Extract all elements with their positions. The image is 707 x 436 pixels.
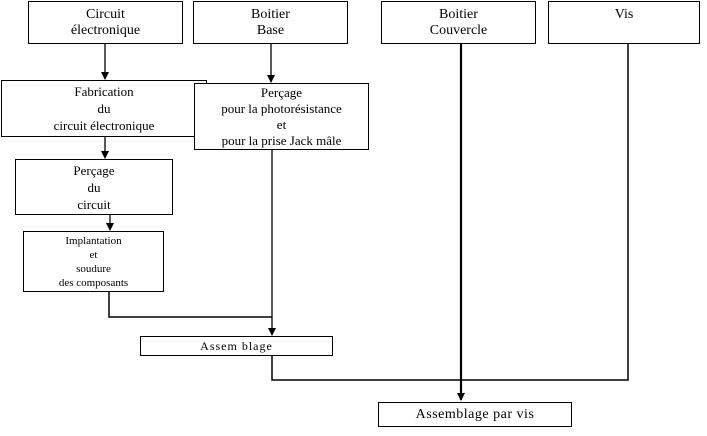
box-text-line: du	[97, 101, 111, 116]
box-text-line: et	[89, 248, 98, 261]
box-implantation: Implantation et soudure des composants	[23, 231, 164, 292]
box-vis: Vis	[548, 1, 700, 44]
box-text-line: Vis	[614, 7, 634, 22]
box-text-line: Assemblage par vis	[415, 406, 535, 422]
box-text-line: électronique	[70, 22, 141, 38]
box-text-line: circuit	[77, 196, 111, 212]
box-circuit-electronique: Circuit électronique	[28, 1, 183, 44]
box-assemblage-par-vis: Assemblage par vis	[378, 402, 572, 427]
box-text-line: Perçage	[73, 162, 115, 178]
box-text-line: Circuit	[86, 6, 125, 22]
box-text-line: Assem blage	[200, 338, 273, 353]
box-boitier-couvercle: Boitier Couvercle	[381, 1, 536, 44]
box-text-line: pour la photorésistance	[221, 100, 342, 116]
box-text-line: circuit électronique	[53, 118, 155, 133]
box-text-line: Boitier	[439, 6, 478, 22]
box-text-line: Boitier	[251, 6, 290, 22]
box-assemblage: Assem blage	[140, 336, 333, 356]
box-text-line: Perçage	[260, 84, 303, 100]
box-boitier-base: Boitier Base	[193, 1, 348, 44]
line-implantation-to-junction	[108, 292, 272, 318]
box-percage-base: Perçage pour la photorésistance et pour …	[194, 83, 369, 150]
box-text-line: et	[276, 116, 287, 132]
box-percage-circuit: Perçage du circuit	[15, 159, 173, 215]
line-assemblage-to-join	[271, 44, 629, 381]
box-text-line: Fabrication	[74, 84, 134, 99]
box-fabrication: Fabrication du circuit électronique	[1, 80, 207, 137]
box-text-line: soudure	[76, 262, 111, 275]
box-text-line: des composants	[58, 276, 129, 289]
box-text-line: Implantation	[65, 234, 122, 247]
box-text-line: Couvercle	[429, 22, 488, 38]
box-text-line: pour la prise Jack mâle	[221, 132, 342, 148]
box-text-line: du	[87, 179, 101, 195]
box-text-line: Base	[256, 22, 285, 38]
